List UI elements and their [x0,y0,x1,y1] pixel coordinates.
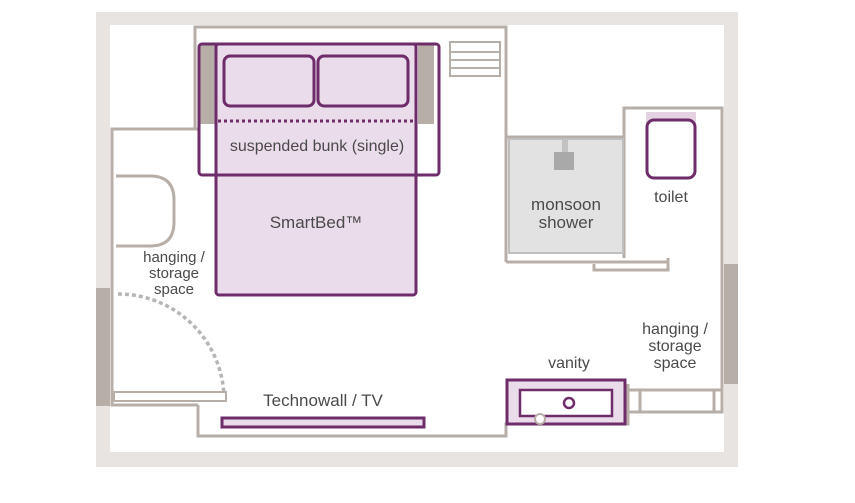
vanity [505,378,627,426]
window-right [724,264,738,384]
interior-walls [110,25,724,438]
window-left [96,288,110,406]
label-hanging-storage-left: hanging / storage space [143,249,205,298]
pillow-left [222,54,316,108]
label-technowall-tv: Technowall / TV [263,391,383,410]
label-monsoon-shower: monsoon shower [531,195,601,232]
label-toilet: toilet [654,189,688,206]
pillow-right [316,54,410,108]
label-hanging-storage-right: hanging / storage space [642,321,708,372]
monsoon-shower [508,138,624,254]
label-vanity: vanity [548,355,590,372]
vent-icon [449,41,501,77]
label-smartbed: SmartBed™ [269,213,363,232]
technowall-tv [220,416,426,429]
label-suspended-bunk: suspended bunk (single) [229,138,405,155]
smartbed [197,42,441,297]
toilet [645,112,697,180]
door [113,292,227,402]
